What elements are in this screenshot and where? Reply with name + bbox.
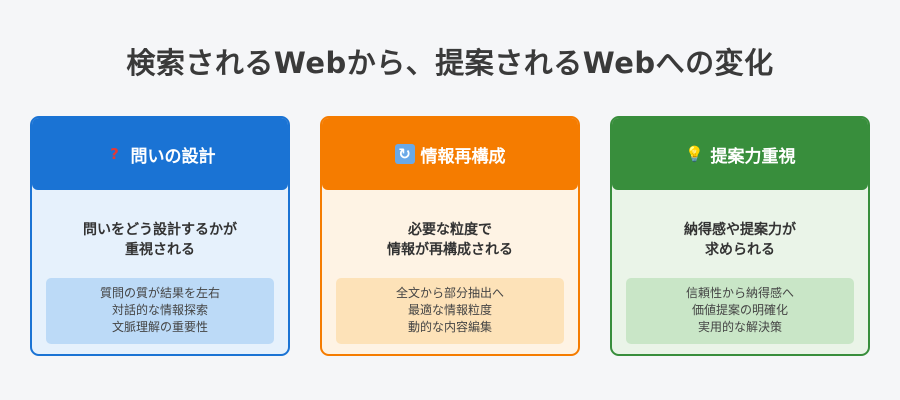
card-sub-line: 最適な情報粒度 xyxy=(407,303,492,317)
card-sub-line: 文脈理解の重要性 xyxy=(111,320,208,334)
card-sub-box: 質問の質が結果を左右 対話的な情報探索 文脈理解の重要性 xyxy=(46,278,274,344)
card-heading: 問いの設計 xyxy=(130,146,216,167)
card-header: ? 問いの設計 xyxy=(32,118,288,190)
card-sub-line: 動的な内容編集 xyxy=(407,320,492,334)
card-main-text: 必要な粒度で 情報が再構成される xyxy=(322,220,578,260)
card-header: ↻ 情報再構成 xyxy=(322,118,578,190)
card-header: 💡 提案力重視 xyxy=(612,118,868,190)
card-heading: 提案力重視 xyxy=(710,146,796,167)
card-sub-box: 全文から部分抽出へ 最適な情報粒度 動的な内容編集 xyxy=(336,278,564,344)
card-main-line: 重視される xyxy=(125,242,195,258)
card-sub-box: 信頼性から納得感へ 価値提案の明確化 実用的な解決策 xyxy=(626,278,854,344)
diagram-title: 検索されるWebから、提案されるWebへの変化 xyxy=(126,46,774,80)
light-bulb-icon: 💡 xyxy=(685,145,704,163)
card-question-design: ? 問いの設計 問いをどう設計するかが 重視される 質問の質が結果を左右 対話的… xyxy=(30,116,290,356)
refresh-cycle-icon: ↻ xyxy=(394,144,415,164)
card-sub-line: 実用的な解決策 xyxy=(697,320,782,334)
card-heading: 情報再構成 xyxy=(420,146,506,167)
card-proposal-focus: 💡 提案力重視 納得感や提案力が 求められる 信頼性から納得感へ 価値提案の明確… xyxy=(610,116,870,356)
card-sub-line: 全文から部分抽出へ xyxy=(395,286,504,300)
card-main-line: 情報が再構成される xyxy=(387,242,513,258)
card-info-restructure: ↻ 情報再構成 必要な粒度で 情報が再構成される 全文から部分抽出へ 最適な情報… xyxy=(320,116,580,356)
card-sub-line: 質問の質が結果を左右 xyxy=(99,286,220,300)
card-sub-line: 対話的な情報探索 xyxy=(111,303,208,317)
card-main-line: 求められる xyxy=(705,242,775,258)
card-main-text: 納得感や提案力が 求められる xyxy=(612,220,868,260)
card-sub-line: 信頼性から納得感へ xyxy=(685,286,794,300)
card-sub-line: 価値提案の明確化 xyxy=(691,303,788,317)
card-main-line: 納得感や提案力が xyxy=(684,222,796,238)
card-main-line: 問いをどう設計するかが xyxy=(83,222,237,238)
card-main-line: 必要な粒度で xyxy=(408,222,492,238)
question-mark-icon: ? xyxy=(110,145,119,163)
card-main-text: 問いをどう設計するかが 重視される xyxy=(32,220,288,260)
